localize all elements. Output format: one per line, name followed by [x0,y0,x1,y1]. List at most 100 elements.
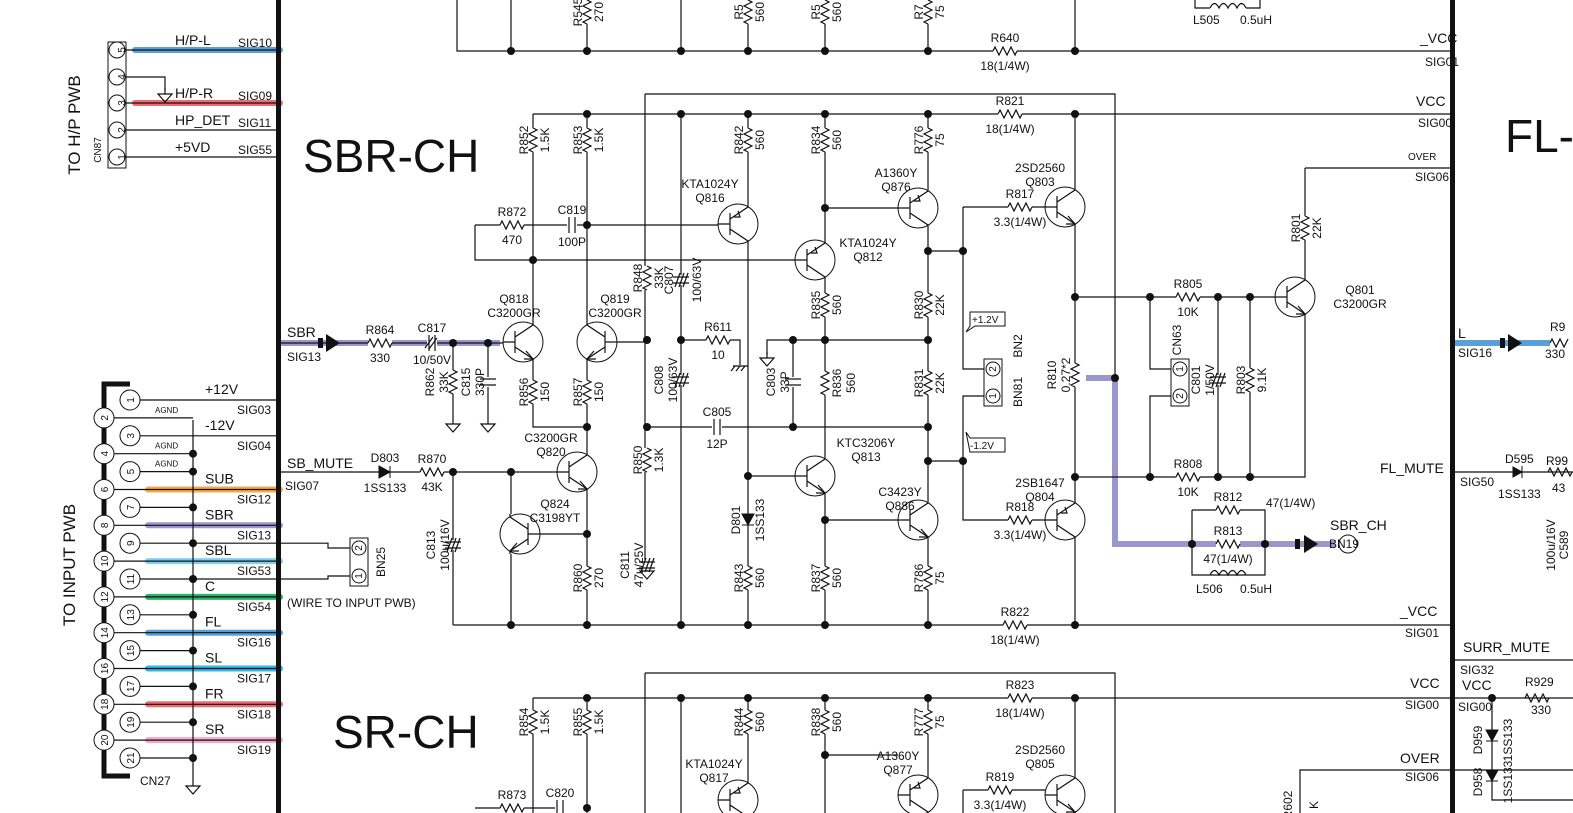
resistor-value: 560 [830,2,844,22]
transistor-ref: Q816 [695,191,725,205]
diode-value: 1SS133 [364,481,407,495]
junction-dot [189,575,197,583]
resistor-r640 [992,45,1018,57]
resistor-ref: R853 [571,125,585,154]
connector-pin [119,640,141,662]
transistor-leads [1275,277,1306,317]
net-label-fl-mute-sig: SIG50 [1460,475,1494,489]
wire [1246,0,1261,9]
pin-number: 1 [117,154,128,160]
emitter-arrow [524,350,535,360]
diode-ref: D801 [729,505,743,534]
junction-dot [924,694,932,702]
capacitor-value: 100/63V [690,258,704,303]
component-label: K [1307,801,1321,809]
pin-number: 10 [100,555,111,567]
junction-dot [821,110,829,118]
junction-dot [677,694,685,702]
resistor-ref: R848 [631,263,645,292]
junction-dot [1146,293,1154,301]
pin-number: 17 [126,680,137,692]
net-label: +5VD [175,139,210,155]
pin-number: 7 [126,504,137,510]
resistor-r873 [499,802,525,813]
capacitor-c819 [568,217,576,233]
transistor-type: KTA1024Y [685,757,742,771]
resistor-r853 [581,127,593,153]
net-label-vcc-top: VCC [1416,93,1446,109]
junction-dot [189,682,197,691]
connector-pin [119,604,141,626]
connector-pin [93,729,115,751]
resistor-ref: R850 [631,445,645,474]
transistor-ref: Q803 [1025,175,1055,189]
resistor-value: 560 [844,373,858,393]
component-label: 100u/16V [1544,519,1558,570]
net-label-vcc-neg-top: _VCC [1419,30,1457,46]
signal-arrow-tail [318,338,323,348]
resistor-ref: R844 [732,707,746,736]
resistor-ref: R821 [996,94,1025,108]
capacitor-ref: C807 [662,265,676,294]
resistor-ref: R872 [498,205,527,219]
junction-dot [1146,473,1154,481]
net-label-l506-val: 0.5uH [1240,582,1272,596]
connector-pin [93,693,115,715]
junction-dot [1214,293,1222,301]
capacitor-ref: C801 [1189,365,1203,394]
capacitor-ref: C803 [764,367,778,396]
resistor-ref: R843 [732,563,746,592]
net-label-r99-val: 43 [1552,481,1566,495]
resistor-r777 [922,709,934,735]
resistor-value: 150 [538,382,552,402]
resistor-value: 10K [1177,305,1198,319]
net-label-fl-l-sig: SIG16 [1458,346,1492,360]
junction-dot [1188,540,1196,548]
junction-dot [677,47,685,55]
connector-pin [351,540,367,556]
transistor-type: C3423Y [878,485,921,499]
signal-id: SIG55 [238,143,272,157]
resistor-value: 560 [830,712,844,732]
resistor-r817 [1007,201,1033,213]
agnd-label: AGND [155,460,178,469]
wire [1149,297,1172,370]
resistor-r545 [581,0,593,25]
capacitor-c803 [785,378,801,386]
resistor-r852 [527,127,539,153]
wire [1194,0,1210,9]
output-terminal-bn19 [1338,534,1358,554]
capacitor-value: 330P [473,368,487,396]
junction-dot [821,694,829,702]
transistor-ref: Q819 [600,292,630,306]
resistor-r821 [997,108,1023,120]
signal-id: SIG54 [237,600,271,614]
pin-number: 2 [100,415,111,421]
junction-dot [924,457,932,465]
resistor-r842 [742,127,754,153]
resistor-value: 33K [437,371,451,392]
pin-number: 2 [988,366,999,372]
wire [645,93,1116,378]
junction-dot [924,110,932,118]
signal-id: SIG53 [237,564,271,578]
junction-dot [189,467,197,476]
diode-d801 [741,513,755,527]
net-label-vcc-top-sig: SIG00 [1418,116,1452,130]
net-label-sbr-in-sig: SIG13 [287,350,321,364]
resistor-value: 33K [652,267,666,288]
pin-number: 1 [1175,366,1186,372]
resistor-value: 150 [592,382,606,402]
harness-bar-right [1450,0,1455,813]
junction-dot [189,503,197,512]
resistor-r819 [987,784,1013,796]
junction-dot [821,336,829,344]
resistor-r848 [641,265,653,291]
net-label: -12V [205,417,235,433]
resistor-r5 [819,0,831,25]
net-label: FL [205,614,222,630]
capacitor-value: 12P [706,437,727,451]
diode-d803 [378,465,392,479]
